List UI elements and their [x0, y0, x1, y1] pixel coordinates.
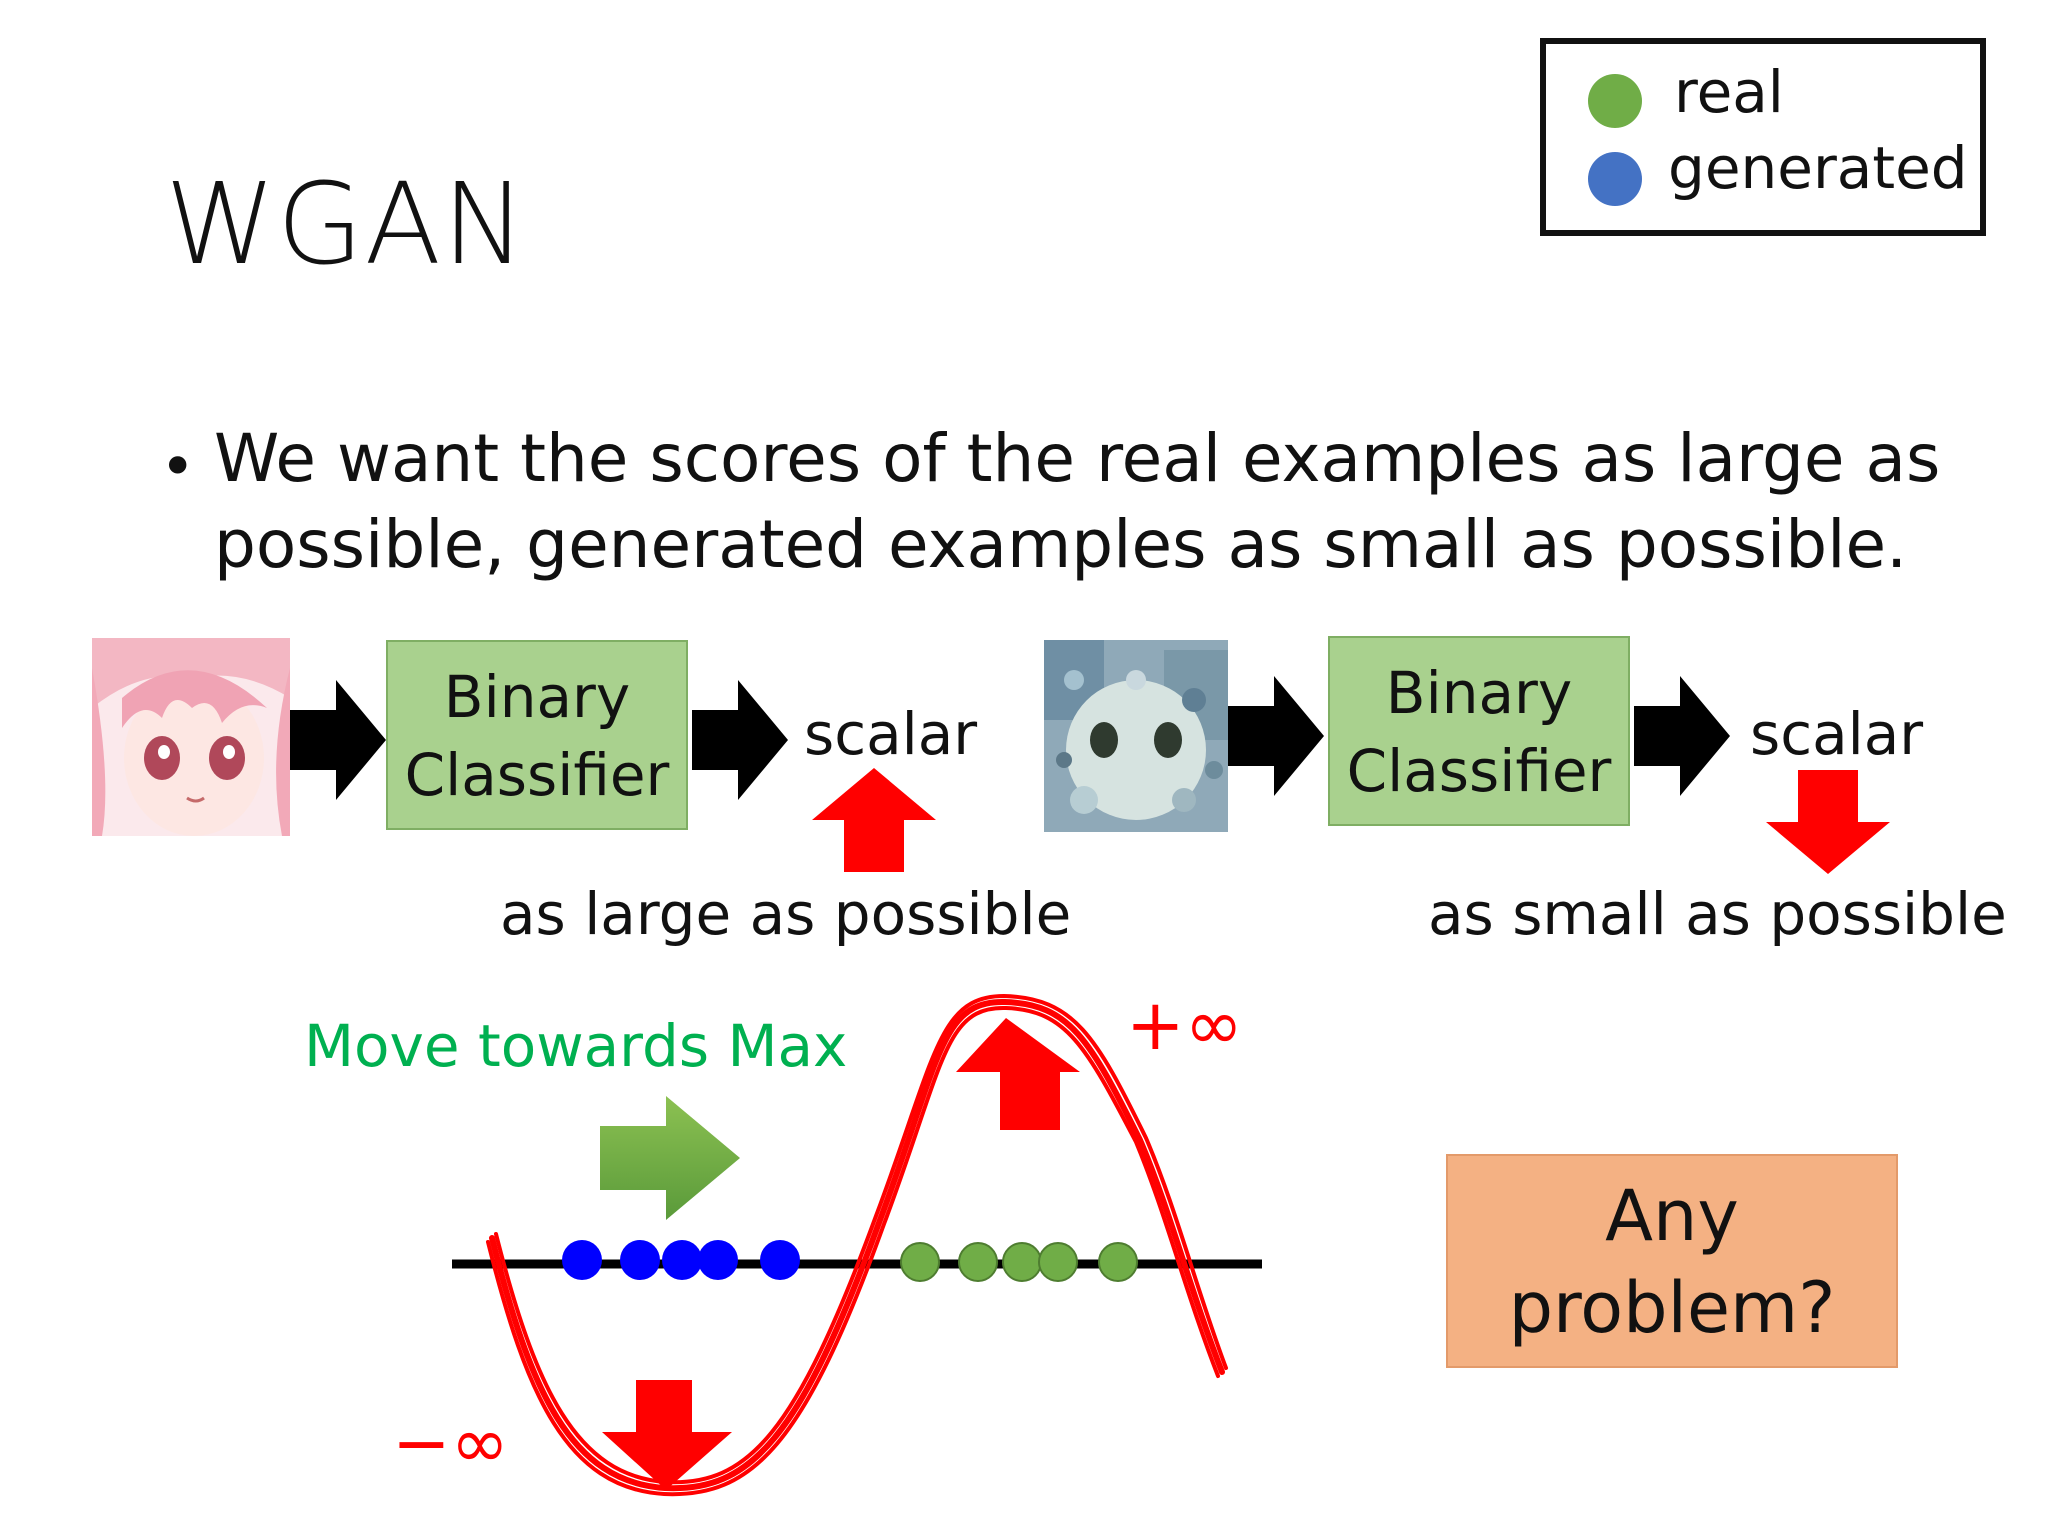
score-curve-diagram [452, 993, 1262, 1497]
arrow-right-icon [1634, 676, 1730, 796]
legend-generated-label: generated [1668, 134, 1968, 202]
legend-generated-dot [1588, 152, 1642, 206]
move-towards-max-label: Move towards Max [304, 1012, 848, 1080]
classifier-label-line2: Classifier [1346, 737, 1612, 805]
binary-classifier-box-left: Binary Classifier [386, 640, 688, 830]
question-line2: problem? [1508, 1267, 1836, 1349]
scalar-output-right: scalar [1750, 700, 1924, 768]
classifier-label-line1: Binary [1385, 659, 1573, 727]
caption-large: as large as possible [500, 880, 1072, 948]
generated-sample-dot [698, 1240, 738, 1280]
generated-sample-dot [562, 1240, 602, 1280]
question-line1: Any [1605, 1175, 1739, 1257]
generated-sample-dot [760, 1240, 800, 1280]
green-right-arrow-icon [600, 1096, 740, 1220]
real-sample-dot [1098, 1242, 1138, 1282]
generated-sample-dot [620, 1240, 660, 1280]
red-down-arrow-icon [1766, 770, 1890, 874]
legend-real-label: real [1674, 58, 1784, 126]
classifier-label-line1: Binary [443, 663, 631, 731]
slide-title: WGAN [165, 160, 527, 290]
caption-small: as small as possible [1428, 880, 2007, 948]
bullet-icon: • [160, 432, 196, 502]
legend-real-dot [1588, 74, 1642, 128]
classifier-label-line2: Classifier [404, 741, 670, 809]
red-down-arrow-icon [602, 1380, 732, 1490]
binary-classifier-box-right: Binary Classifier [1328, 636, 1630, 826]
arrow-right-icon [290, 680, 386, 800]
real-anime-face-image [92, 638, 290, 836]
score-curve [486, 993, 1228, 1497]
bullet-text-line2: possible, generated examples as small as… [214, 506, 1908, 583]
real-sample-dot [958, 1242, 998, 1282]
arrow-right-icon [1228, 676, 1324, 796]
bullet-text-line1: We want the scores of the real examples … [214, 420, 1941, 497]
real-sample-dot [1038, 1242, 1078, 1282]
any-problem-box: Any problem? [1446, 1154, 1898, 1368]
generated-noisy-image [1044, 640, 1228, 832]
plus-infinity-label: +∞ [1126, 984, 1243, 1066]
generated-sample-dot [662, 1240, 702, 1280]
scalar-output-left: scalar [804, 700, 978, 768]
legend-box: real generated [1540, 38, 1986, 236]
red-up-arrow-icon [812, 768, 936, 872]
minus-infinity-label: −∞ [392, 1402, 509, 1484]
red-up-arrow-icon [956, 1018, 1080, 1130]
real-sample-dot [900, 1242, 940, 1282]
arrow-right-icon [692, 680, 788, 800]
real-sample-dot [1002, 1242, 1042, 1282]
